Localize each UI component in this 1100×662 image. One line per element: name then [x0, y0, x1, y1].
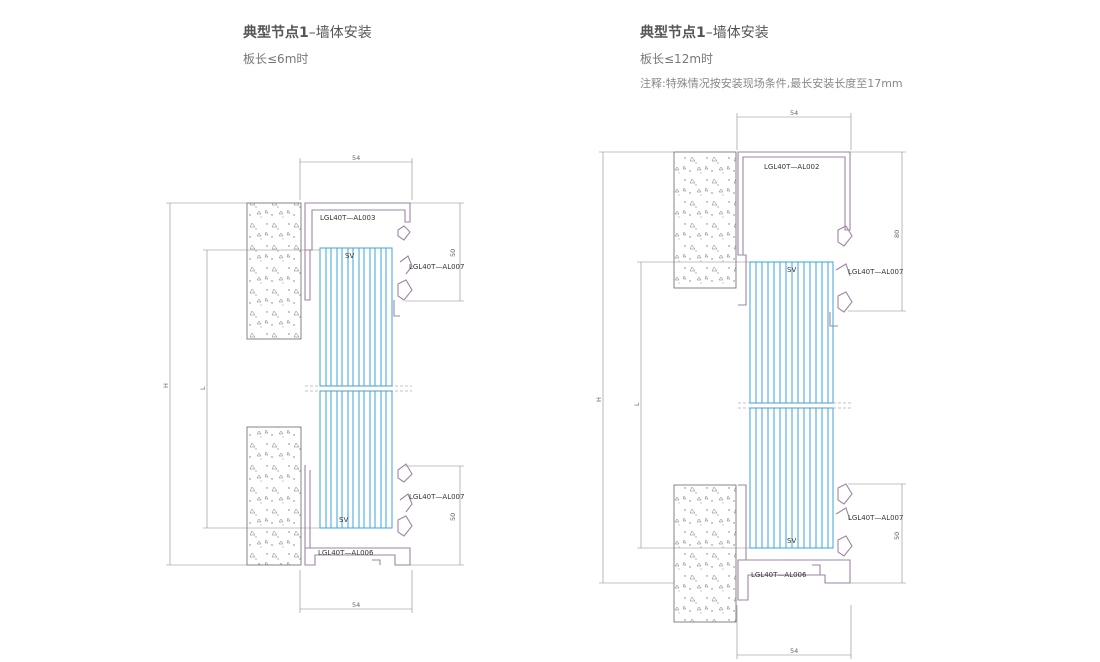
- left-panel-lower: [319, 390, 393, 529]
- right-profile-top: [737, 151, 853, 327]
- right-concrete-lower: [673, 484, 737, 623]
- left-profile-bottom: [304, 463, 413, 566]
- left-dim-width-top: 54: [352, 154, 360, 162]
- right-concrete-upper: [673, 151, 737, 289]
- left-concrete-upper: [246, 202, 302, 340]
- right-subtitle: 板长≤12m时: [640, 52, 714, 66]
- left-concrete-lower: [246, 426, 302, 566]
- left-heading: 典型节点1–墙体安装: [243, 24, 372, 42]
- right-label-sv-top: SV: [787, 266, 796, 274]
- left-dim-l: L: [199, 386, 207, 390]
- right-title-bold: 典型节点1: [640, 25, 706, 41]
- left-diagram: 54 54 50 50 H L LGL40T—AL003 LGL40T—AL00…: [162, 154, 464, 613]
- left-title-bold: 典型节点1: [243, 25, 309, 41]
- left-break-mark: [305, 385, 412, 392]
- left-panel-upper: [319, 247, 393, 387]
- left-label-sv-top: SV: [345, 252, 354, 260]
- left-subtitle: 板长≤6m时: [243, 52, 309, 66]
- right-diagram: 54 54 80 50 H L LGL40T—AL002 LGL40T—AL00…: [595, 109, 906, 659]
- right-profile-bottom: [737, 483, 853, 601]
- right-title-rest: –墙体安装: [705, 25, 769, 41]
- right-label-upper-right-profile: LGL40T—AL007: [848, 268, 903, 276]
- right-dim-width-top: 54: [790, 109, 798, 117]
- right-label-bottom-profile: LGL40T—AL006: [751, 571, 807, 579]
- right-label-sv-bottom: SV: [787, 537, 796, 545]
- right-dim-l: L: [633, 402, 641, 406]
- right-dimensions: [599, 113, 906, 659]
- right-label-lower-right-profile: LGL40T—AL007: [848, 514, 903, 522]
- right-dim-h: H: [595, 397, 603, 402]
- right-heading: 典型节点1–墙体安装: [640, 24, 769, 42]
- left-label-bottom-profile: LGL40T—AL006: [318, 549, 374, 557]
- right-label-top-profile: LGL40T—AL002: [764, 163, 819, 171]
- right-dim-height-lower: 50: [893, 532, 901, 540]
- left-label-lower-right-profile: LGL40T—AL007: [409, 493, 464, 501]
- left-label-top-profile: LGL40T—AL003: [320, 214, 375, 222]
- right-dim-height-upper: 80: [893, 230, 901, 238]
- left-label-upper-right-profile: LGL40T—AL007: [409, 263, 464, 271]
- left-title-rest: –墙体安装: [308, 25, 372, 41]
- right-note: 注释:特殊情况按安装现场条件,最长安装长度至17mm: [640, 77, 903, 90]
- right-break-mark: [738, 402, 852, 409]
- left-dimensions: [166, 158, 464, 613]
- left-dim-height-lower: 50: [449, 513, 457, 521]
- right-panel-upper: [749, 261, 834, 404]
- left-dim-h: H: [162, 383, 170, 388]
- right-panel-lower: [749, 407, 834, 549]
- left-label-sv-bottom: SV: [339, 516, 348, 524]
- left-dim-width-bottom: 54: [352, 601, 360, 609]
- left-dim-height-upper: 50: [449, 249, 457, 257]
- right-dim-width-bottom: 54: [790, 647, 798, 655]
